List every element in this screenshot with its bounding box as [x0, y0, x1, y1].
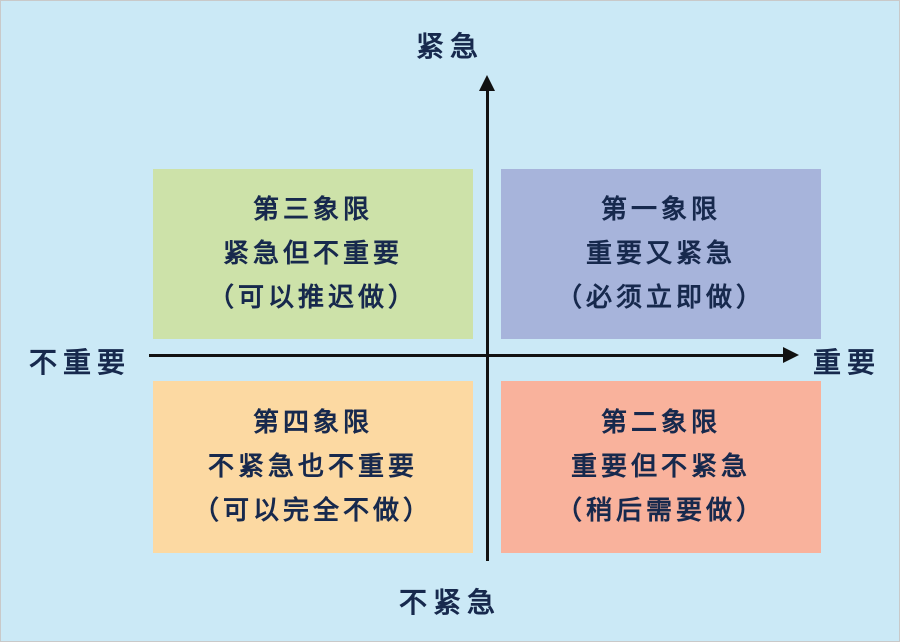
quadrant-one-title: 第一象限 — [600, 195, 721, 225]
up-arrow-icon — [479, 75, 495, 91]
quadrant-three-title: 第三象限 — [252, 195, 373, 225]
vertical-axis-line — [486, 89, 489, 561]
quadrant-one-action: （必须立即做） — [555, 283, 766, 313]
quadrant-four-description: 不紧急也不重要 — [207, 452, 418, 482]
quadrant-four-title: 第四象限 — [252, 408, 373, 438]
quadrant-two-title: 第二象限 — [600, 408, 721, 438]
axis-label-not-important: 不重要 — [29, 346, 132, 379]
quadrant-three-box: 第三象限 紧急但不重要 （可以推迟做） — [153, 169, 473, 339]
horizontal-axis-line — [149, 354, 787, 357]
quadrant-two-action: （稍后需要做） — [555, 496, 766, 526]
right-arrow-icon — [783, 347, 799, 363]
quadrant-three-description: 紧急但不重要 — [222, 239, 403, 269]
quadrant-two-description: 重要但不紧急 — [570, 452, 751, 482]
quadrant-four-box: 第四象限 不紧急也不重要 （可以完全不做） — [153, 381, 473, 553]
quadrant-two-box: 第二象限 重要但不紧急 （稍后需要做） — [501, 381, 821, 553]
quadrant-one-box: 第一象限 重要又紧急 （必须立即做） — [501, 169, 821, 339]
quadrant-three-action: （可以推迟做） — [207, 283, 418, 313]
quadrant-four-action: （可以完全不做） — [192, 496, 433, 526]
axis-label-not-urgent: 不紧急 — [398, 586, 501, 619]
quadrant-one-description: 重要又紧急 — [585, 239, 736, 269]
axis-label-urgent: 紧急 — [415, 30, 484, 63]
axis-label-important: 重要 — [813, 346, 882, 379]
